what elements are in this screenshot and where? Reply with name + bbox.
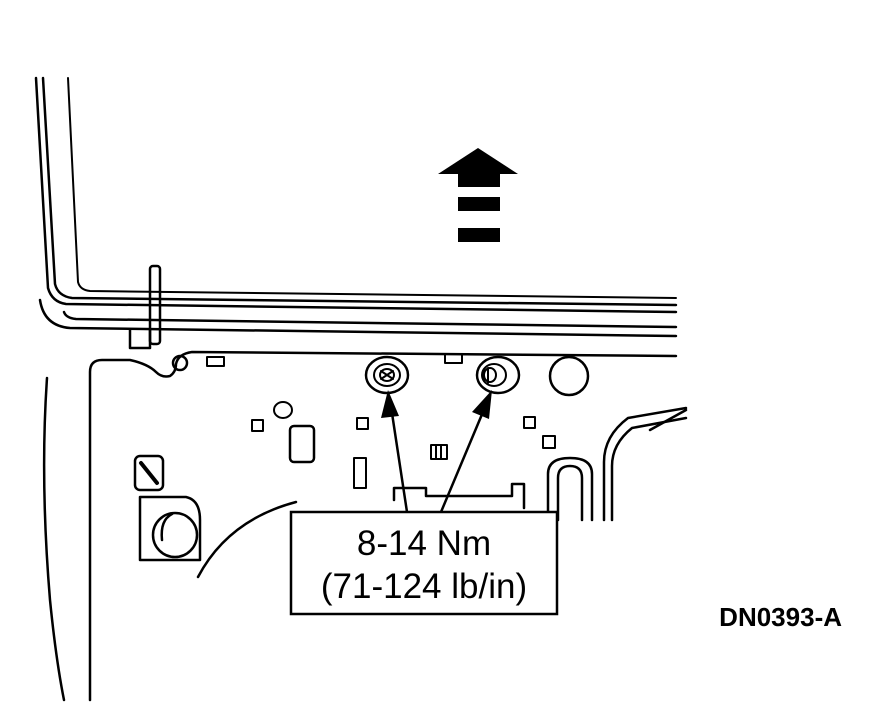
vent-slot <box>430 444 448 460</box>
mounting-bracket <box>392 482 526 510</box>
handle-cavity <box>546 406 688 522</box>
torque-nm-label: 8-14 Nm <box>357 524 491 563</box>
leader-arrows <box>381 390 492 514</box>
screw-icon <box>475 355 521 395</box>
window-frame <box>34 76 678 338</box>
up-arrow-icon <box>438 148 518 242</box>
torque-callout: 8-14 Nm (71-124 lb/in) <box>289 510 559 616</box>
inner-door-panel <box>42 350 678 702</box>
door-lock-components <box>133 454 298 579</box>
figure-id: DN0393-A <box>719 602 842 632</box>
panel-openings <box>206 353 590 489</box>
torque-lbin-label: (71-124 lb/in) <box>321 567 527 606</box>
regulator-clip <box>128 264 162 350</box>
screw-icon <box>364 355 410 395</box>
